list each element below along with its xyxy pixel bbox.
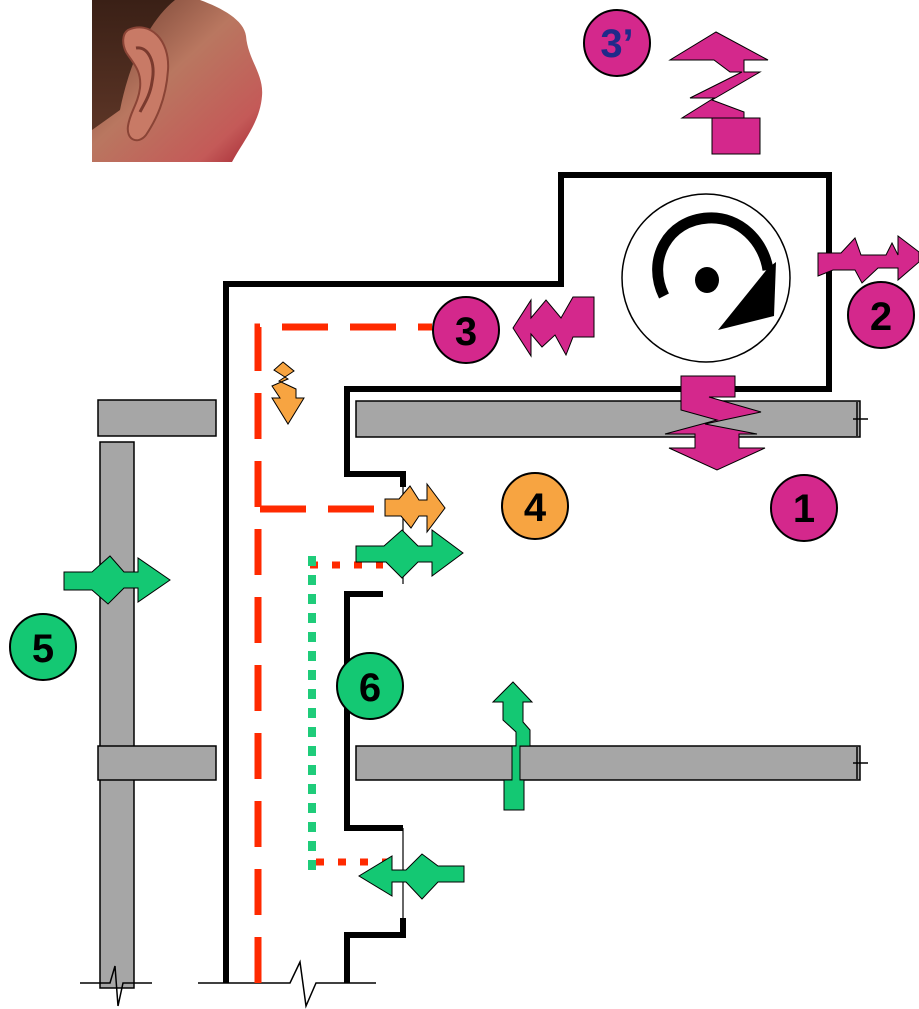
- path-label-5: 5: [32, 627, 54, 671]
- path-label-4: 4: [524, 486, 547, 530]
- ear-listener-icon: [92, 0, 268, 162]
- path-label-1: 1: [793, 487, 815, 531]
- path-label-2: 2: [870, 295, 892, 339]
- label-circle-4: 4: [501, 472, 569, 540]
- label-circle-1: 1: [770, 474, 838, 542]
- slab-upper-left: [97, 399, 217, 437]
- airborne-path-dashed: [254, 323, 432, 983]
- label-circle-3: 3: [432, 296, 500, 364]
- zigzag-arrow-icon: [512, 31, 919, 471]
- path-label-6: 6: [359, 666, 381, 710]
- zigzag-arrow-icon: [271, 361, 446, 534]
- label-circle-5: 5: [9, 613, 77, 681]
- zigzag-arrow-icon: [63, 529, 534, 900]
- slab-lower-right: [355, 745, 861, 781]
- slab-lower-left: [97, 745, 217, 781]
- path-label-3: 3: [455, 310, 477, 354]
- label-circle-3-prime: 3’: [583, 9, 651, 77]
- path-label-3-prime: 3’: [600, 22, 633, 66]
- building-structure: [97, 399, 861, 989]
- slab-upper-right: [355, 400, 861, 438]
- label-circle-2: 2: [847, 281, 915, 349]
- break-lines: [80, 402, 868, 1009]
- column-left: [99, 441, 135, 989]
- label-circle-6: 6: [336, 652, 404, 720]
- rotating-fan-icon: [621, 193, 791, 363]
